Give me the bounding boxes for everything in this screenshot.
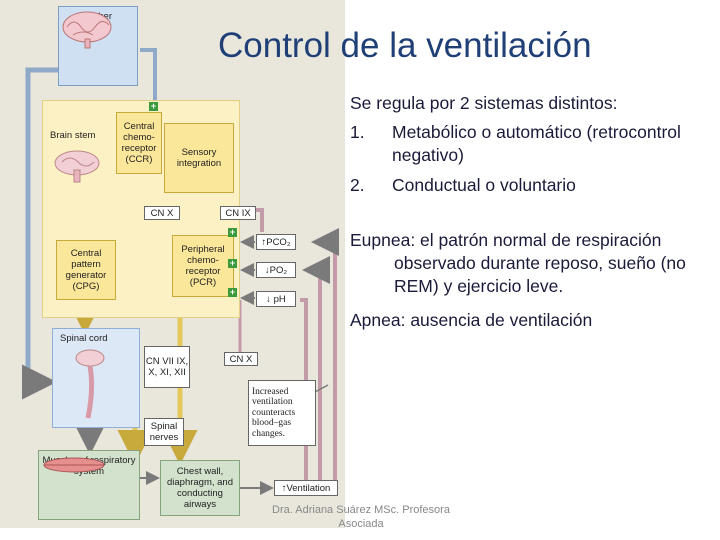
plus-ccr: + [149, 101, 158, 111]
ph-box: ↓ pH [256, 291, 296, 307]
pcr-label: Peripheral chemo-receptor (PCR) [181, 244, 225, 288]
eupnea-definition: Eupnea: el patrón normal de respiración … [350, 230, 686, 296]
po2-label: ↓PO₂ [264, 264, 288, 276]
ventilation-label: ↑Ventilation [281, 482, 331, 494]
chest-wall-box: Chest wall, diaphragm, and conducting ai… [160, 460, 240, 516]
ph-label: ↓ pH [266, 293, 286, 305]
spinal-cord-label: Spinal cord [60, 333, 108, 344]
systems-list: 1. Metabólico o automático (retrocontrol… [350, 121, 712, 197]
plus-pco2: + [228, 227, 237, 237]
arrow-cns-down [22, 67, 58, 400]
pcr-box: Peripheral chemo-receptor (PCR) [172, 235, 234, 297]
pco2-label: ↑PCO₂ [261, 236, 291, 248]
cpg-box: Central pattern generator (CPG) [56, 240, 116, 300]
spinal-cord-icon [75, 349, 105, 419]
cpg-label: Central pattern generator (CPG) [65, 248, 107, 292]
chest-label: Chest wall, diaphragm, and conducting ai… [166, 466, 234, 510]
brain-icon [62, 11, 112, 49]
plus-ph: + [228, 287, 237, 297]
cn-x-mid-label: CN X [224, 352, 258, 366]
brain-stem-icon [54, 150, 100, 183]
sensory-integration-box: Sensory integration [164, 123, 234, 193]
slide-footer: Dra. Adriana Suárez MSc. Profesora Asoci… [272, 504, 450, 530]
arrow-feedback-mid [302, 256, 330, 488]
cn-ix-label: CN IX [220, 206, 256, 220]
ventilation-control-diagram: Brain stem Higher CNS Central chemo-rece… [0, 0, 345, 528]
ccr-label: Central chemo-receptor (CCR) [121, 121, 157, 165]
cn-x-top-label: CN X [144, 206, 180, 220]
plus-po2: + [228, 258, 237, 268]
brain-stem-label: Brain stem [50, 130, 96, 141]
higher-cns-box: Higher CNS [58, 6, 138, 86]
spinal-nerves-label: Spinal nerves [144, 418, 184, 446]
muscle-icon [43, 457, 105, 473]
sensory-label: Sensory integration [176, 147, 222, 169]
increased-ventilation-note: Increased ventilation counteracts blood–… [248, 380, 316, 446]
slide-content: Se regula por 2 sistemas distintos: 1. M… [350, 92, 712, 332]
arrow-cns-right [140, 48, 157, 110]
list-item: 2. Conductual o voluntario [350, 175, 576, 195]
cn-vii-label: CN VII IX, X, XI, XII [144, 346, 190, 388]
ventilation-box: ↑Ventilation [274, 480, 338, 496]
muscles-box: Muscles of respiratory system [38, 450, 140, 520]
ccr-box: Central chemo-receptor (CCR) [116, 112, 162, 174]
slide-title: Control de la ventilación [218, 26, 592, 65]
pco2-box: ↑PCO₂ [256, 234, 296, 250]
po2-box: ↓PO₂ [256, 262, 296, 278]
intro-text: Se regula por 2 sistemas distintos: [350, 93, 618, 113]
list-item: 1. Metabólico o automático (retrocontrol… [350, 122, 681, 165]
spinal-region [52, 328, 140, 428]
arrow-feedback-outer [311, 228, 339, 488]
apnea-definition: Apnea: ausencia de ventilación [350, 310, 593, 330]
